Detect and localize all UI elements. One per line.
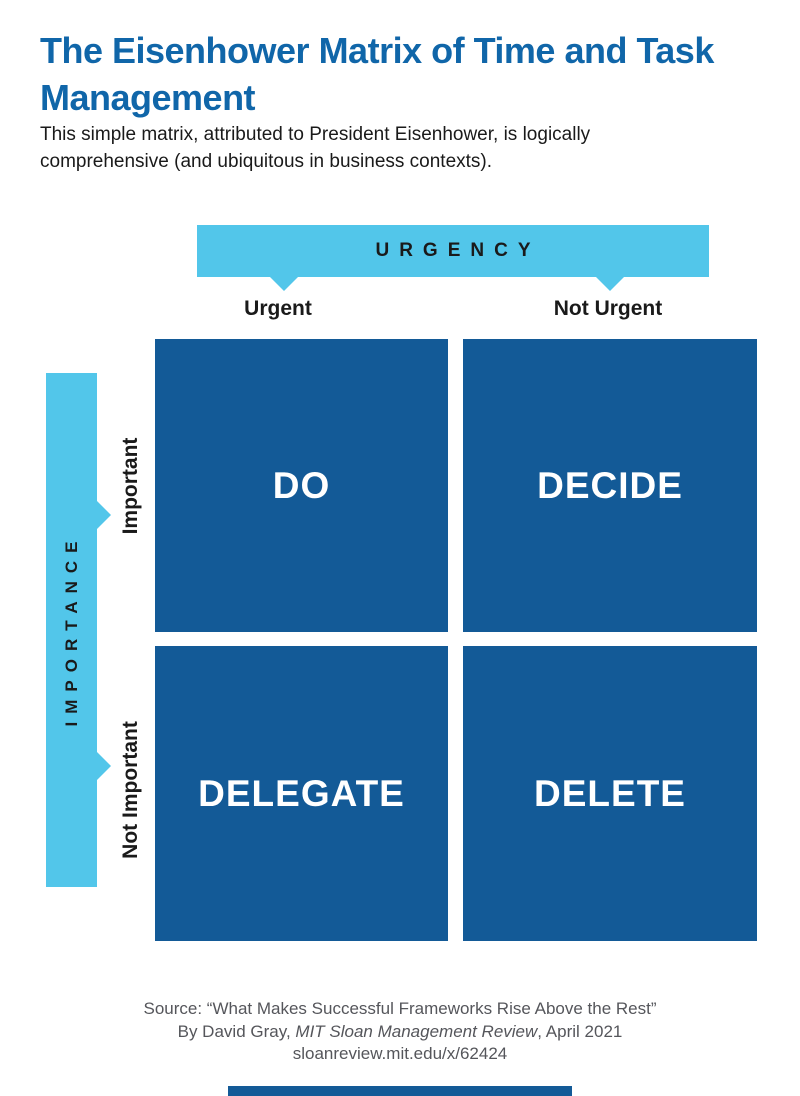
page-title: The Eisenhower Matrix of Time and Task M… bbox=[40, 30, 714, 118]
quadrant-delete: DELETE bbox=[463, 646, 757, 941]
footer-bar bbox=[228, 1086, 572, 1096]
quadrant-label: DELETE bbox=[534, 772, 686, 814]
urgency-axis-label: URGENCY bbox=[375, 240, 541, 261]
urgent-pointer-icon bbox=[270, 277, 298, 291]
page-subtitle: This simple matrix, attributed to Presid… bbox=[40, 124, 591, 172]
source-line-2: By David Gray, MIT Sloan Management Revi… bbox=[177, 1021, 623, 1041]
quadrant-decide: DECIDE bbox=[463, 339, 757, 632]
row-label-important: Important bbox=[119, 437, 142, 535]
importance-axis-label: IMPORTANCE bbox=[62, 533, 81, 727]
importance-axis-bar bbox=[46, 373, 97, 887]
quadrant-label: DO bbox=[272, 464, 331, 506]
column-label-not-urgent: Not Urgent bbox=[553, 297, 663, 320]
quadrant-do: DO bbox=[155, 339, 448, 632]
quadrant-delegate: DELEGATE bbox=[155, 646, 448, 941]
source-note: Source: “What Makes Successful Framework… bbox=[0, 998, 800, 1066]
not-important-pointer-icon bbox=[97, 752, 111, 780]
source-line-1: Source: “What Makes Successful Framework… bbox=[143, 999, 657, 1018]
important-pointer-icon bbox=[97, 501, 111, 529]
source-publication: MIT Sloan Management Review bbox=[295, 1021, 538, 1041]
quadrant-label: DELEGATE bbox=[198, 772, 405, 814]
urgency-axis-bar: URGENCY bbox=[197, 225, 709, 277]
row-label-not-important: Not Important bbox=[119, 721, 142, 859]
column-label-urgent: Urgent bbox=[244, 297, 312, 320]
quadrant-label: DECIDE bbox=[537, 464, 683, 506]
not-urgent-pointer-icon bbox=[596, 277, 624, 291]
source-url: sloanreview.mit.edu/x/62424 bbox=[292, 1044, 508, 1064]
